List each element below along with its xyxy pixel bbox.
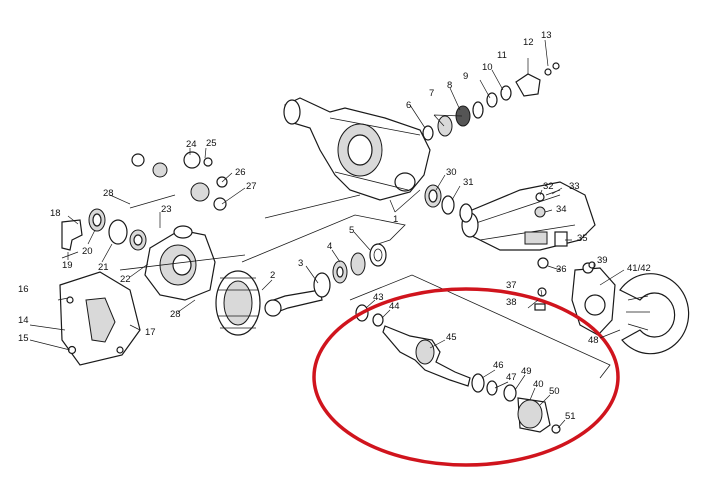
callout-23: 23 xyxy=(161,204,172,215)
callout-44: 44 xyxy=(389,301,400,312)
callout-2: 2 xyxy=(270,270,275,281)
callout-28-lower: 28 xyxy=(170,309,181,320)
callout-14: 14 xyxy=(18,315,29,326)
callout-5: 5 xyxy=(349,225,354,236)
callout-38: 38 xyxy=(506,297,517,308)
callout-39: 39 xyxy=(597,255,608,266)
callout-7: 7 xyxy=(429,88,434,99)
pinion-gear xyxy=(264,289,323,317)
callout-10: 10 xyxy=(482,62,493,73)
dust-shield xyxy=(619,273,690,355)
callout-1: 1 xyxy=(393,214,398,225)
callout-41-42: 41/42 xyxy=(627,263,651,274)
callout-32: 32 xyxy=(543,181,554,192)
callout-17: 17 xyxy=(145,327,156,338)
carrier-bearings xyxy=(88,208,147,251)
axle-bearings-right xyxy=(424,184,473,223)
callout-15: 15 xyxy=(18,333,29,344)
callout-33: 33 xyxy=(569,181,580,192)
callout-48: 48 xyxy=(588,335,599,346)
leader-lines xyxy=(29,39,625,429)
callout-45: 45 xyxy=(446,332,457,343)
callout-27: 27 xyxy=(246,181,257,192)
highlight-ellipse xyxy=(312,287,620,467)
differential-case xyxy=(144,225,216,301)
callout-22: 22 xyxy=(120,274,131,285)
callout-47: 47 xyxy=(506,372,517,383)
callout-35: 35 xyxy=(577,233,588,244)
callout-51: 51 xyxy=(565,411,576,422)
callout-labels: 1 2 3 4 5 6 7 8 9 10 11 12 13 14 15 16 1… xyxy=(18,30,651,422)
callout-16: 16 xyxy=(18,284,29,295)
callout-18: 18 xyxy=(50,208,61,219)
callout-36: 36 xyxy=(556,264,567,275)
callout-49: 49 xyxy=(521,366,532,377)
callout-20: 20 xyxy=(82,246,93,257)
axle-housing xyxy=(283,97,431,201)
callout-19: 19 xyxy=(62,260,73,271)
callout-30: 30 xyxy=(446,167,457,178)
callout-6: 6 xyxy=(406,100,411,111)
differential-cover xyxy=(57,271,141,366)
callout-40: 40 xyxy=(533,379,544,390)
ring-gear xyxy=(215,270,261,336)
callout-25: 25 xyxy=(206,138,217,149)
callout-3: 3 xyxy=(298,258,303,269)
callout-8: 8 xyxy=(447,80,452,91)
callout-9: 9 xyxy=(463,71,468,82)
steering-knuckle xyxy=(571,262,616,336)
callout-12: 12 xyxy=(523,37,534,48)
bearing-cap xyxy=(61,219,83,259)
callout-11: 11 xyxy=(497,50,507,61)
callout-21: 21 xyxy=(98,262,109,273)
axle-tube-right xyxy=(459,181,596,251)
callout-31: 31 xyxy=(463,177,474,188)
callout-37: 37 xyxy=(506,280,517,291)
callout-24: 24 xyxy=(186,139,197,150)
callout-46: 46 xyxy=(493,360,504,371)
group-outlines xyxy=(119,194,611,379)
pinion-stack-upper xyxy=(422,62,560,141)
callout-28-upper: 28 xyxy=(103,188,114,199)
callout-43: 43 xyxy=(373,292,384,303)
callout-34: 34 xyxy=(556,204,567,215)
axle-shaft-assembly xyxy=(355,304,561,434)
spider-gears xyxy=(129,151,228,211)
callout-4: 4 xyxy=(327,241,332,252)
callout-13: 13 xyxy=(541,30,552,41)
callout-50: 50 xyxy=(549,386,560,397)
pinion-bearings xyxy=(313,243,387,298)
callout-26: 26 xyxy=(235,167,246,178)
